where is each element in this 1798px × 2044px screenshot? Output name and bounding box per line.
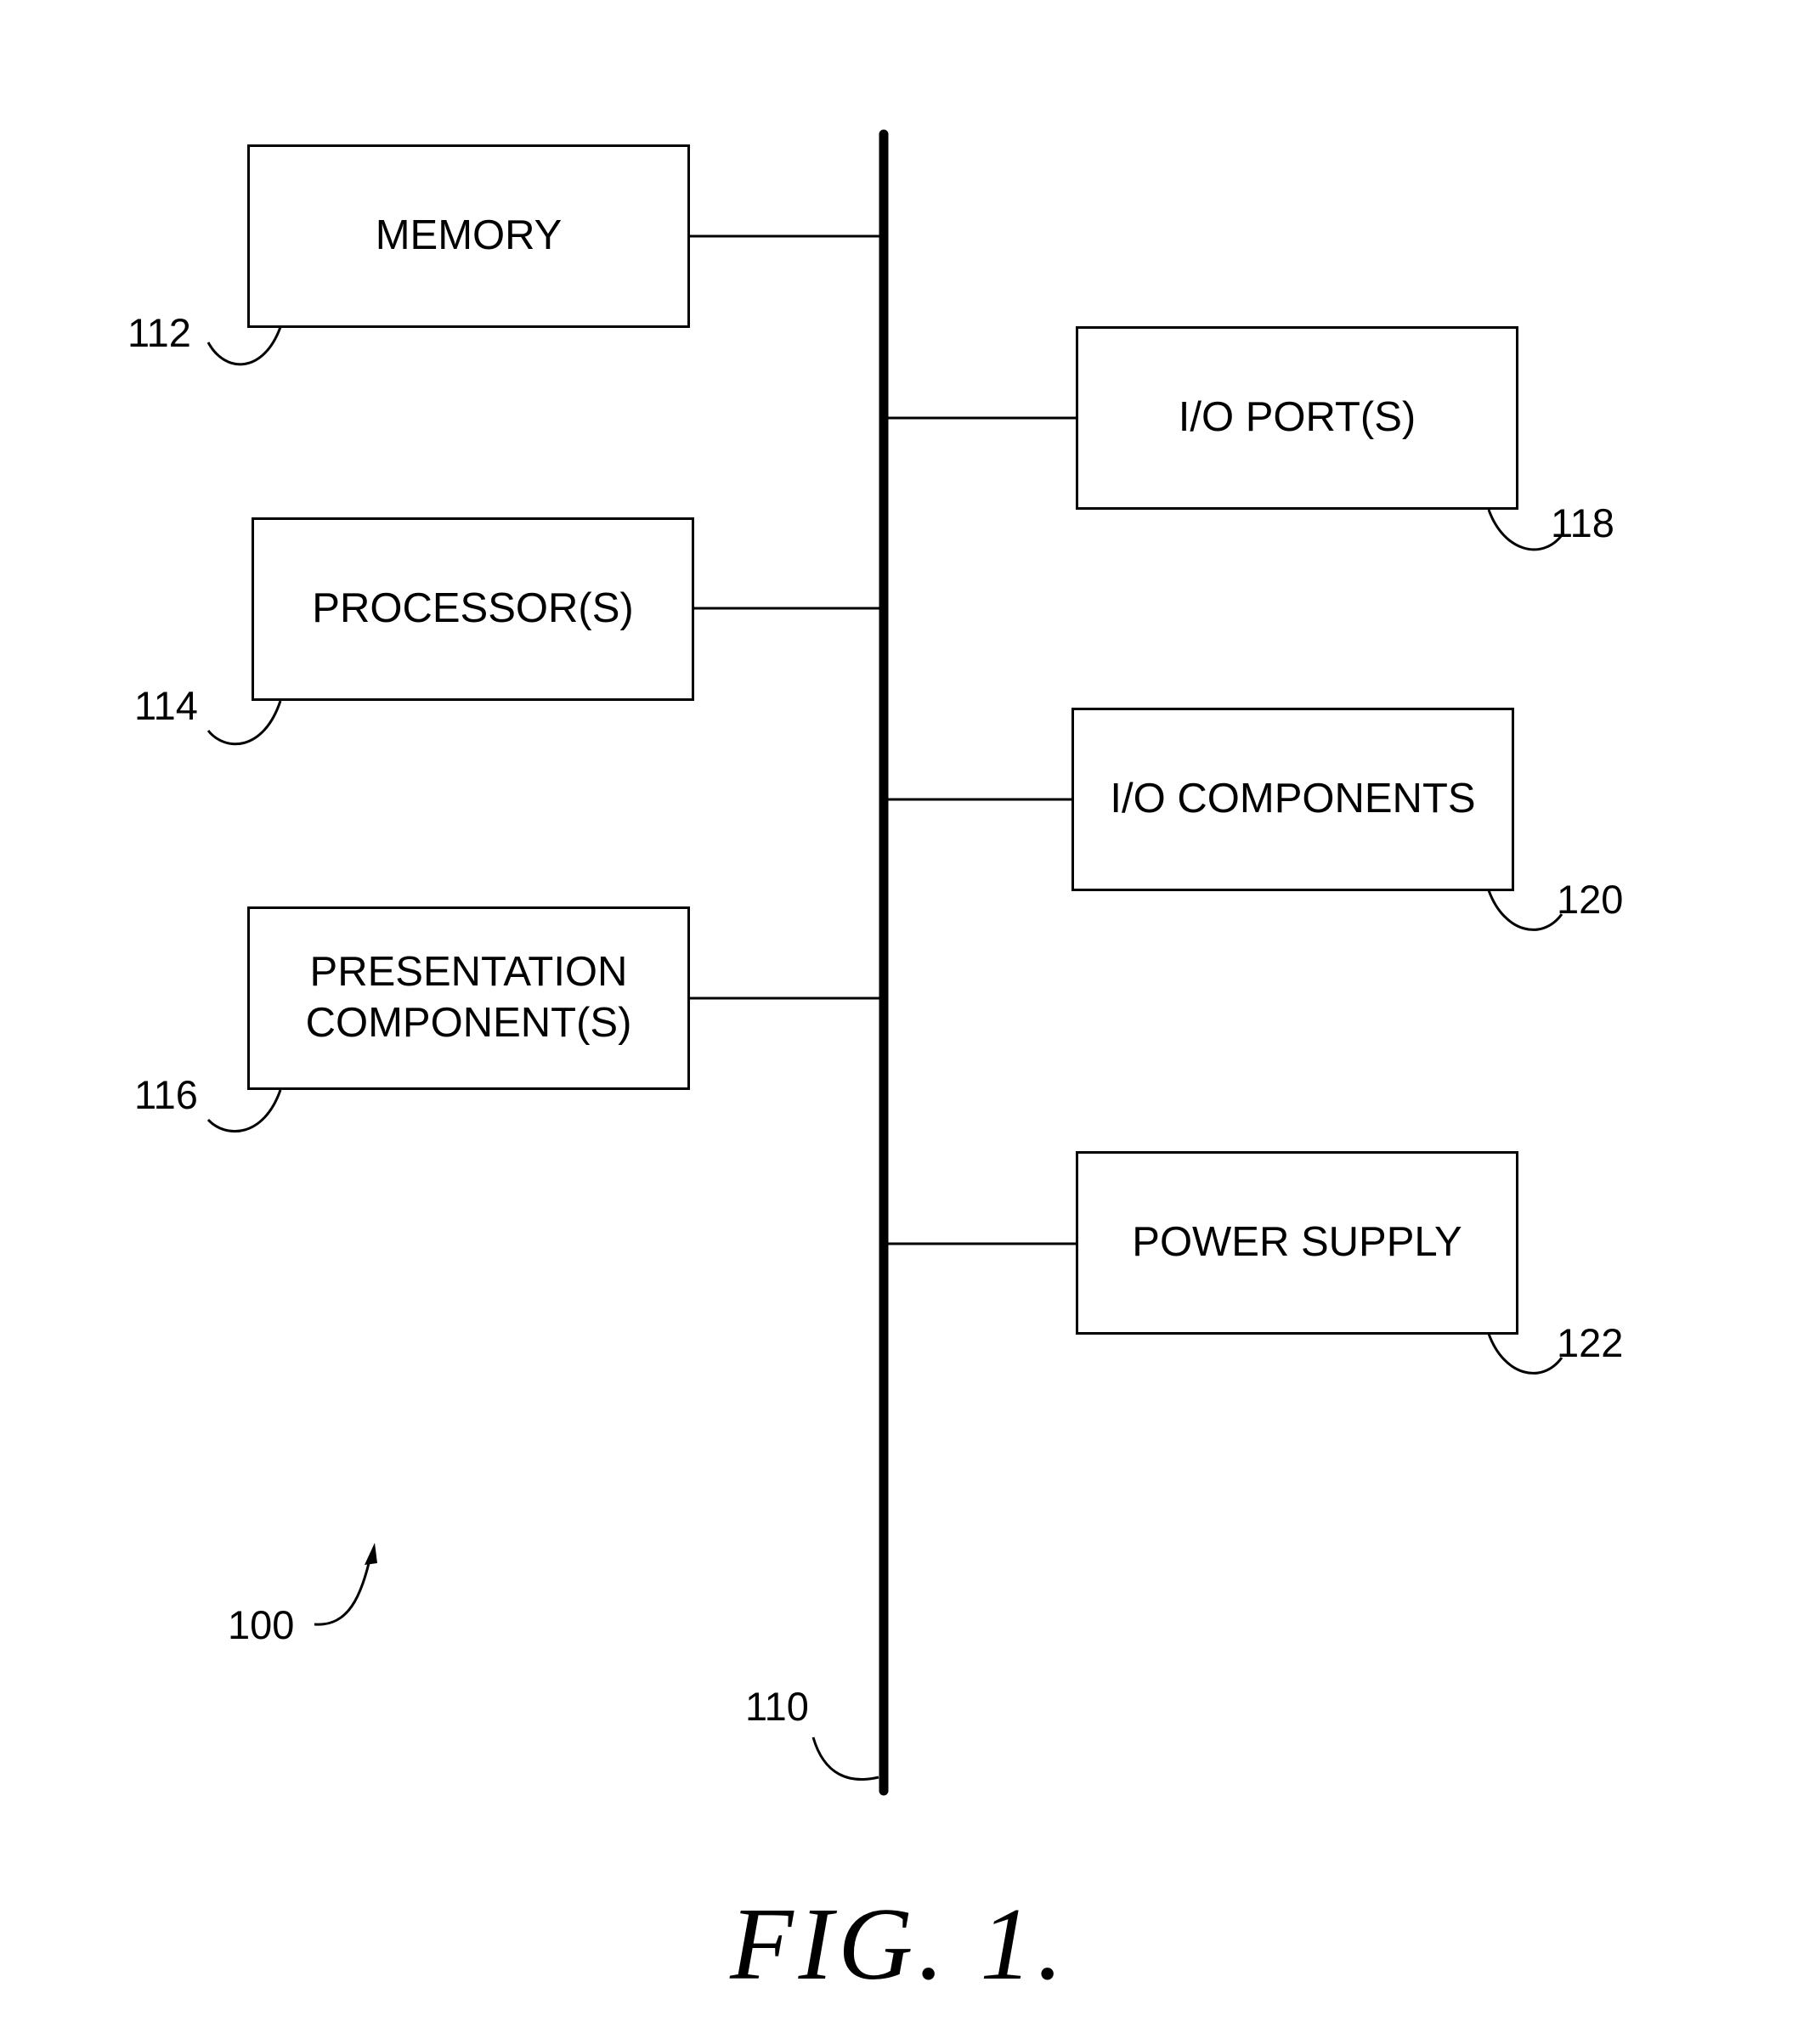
presentation-ref-leader: [208, 1090, 280, 1132]
device-ref-arrow: [314, 1553, 371, 1624]
bus-ref-label: 110: [745, 1686, 809, 1726]
bus-ref-leader: [813, 1737, 879, 1780]
processor-ref-leader: [208, 701, 280, 744]
device-ref-arrowhead: [365, 1543, 377, 1565]
presentation-component-box: PRESENTATION COMPONENT(S): [247, 906, 690, 1090]
processor-box: PROCESSOR(S): [252, 517, 694, 701]
memory-box: MEMORY: [247, 144, 690, 328]
io-components-box: I/O COMPONENTS: [1071, 708, 1514, 891]
power-supply-ref-label: 122: [1557, 1323, 1623, 1363]
io-ports-ref-label: 118: [1551, 503, 1614, 543]
power-supply-box: POWER SUPPLY: [1076, 1151, 1518, 1335]
io-components-ref-label: 120: [1557, 879, 1623, 919]
memory-ref-leader: [208, 327, 280, 364]
processor-ref-label: 114: [134, 686, 198, 726]
memory-ref-label: 112: [127, 313, 191, 353]
presentation-ref-label: 116: [134, 1075, 198, 1115]
figure-caption: FIG. 1.: [0, 1893, 1798, 1996]
power-supply-ref-leader: [1489, 1334, 1562, 1373]
io-ports-box: I/O PORT(S): [1076, 326, 1518, 510]
device-ref-label: 100: [228, 1605, 294, 1645]
io-components-ref-leader: [1489, 890, 1562, 929]
